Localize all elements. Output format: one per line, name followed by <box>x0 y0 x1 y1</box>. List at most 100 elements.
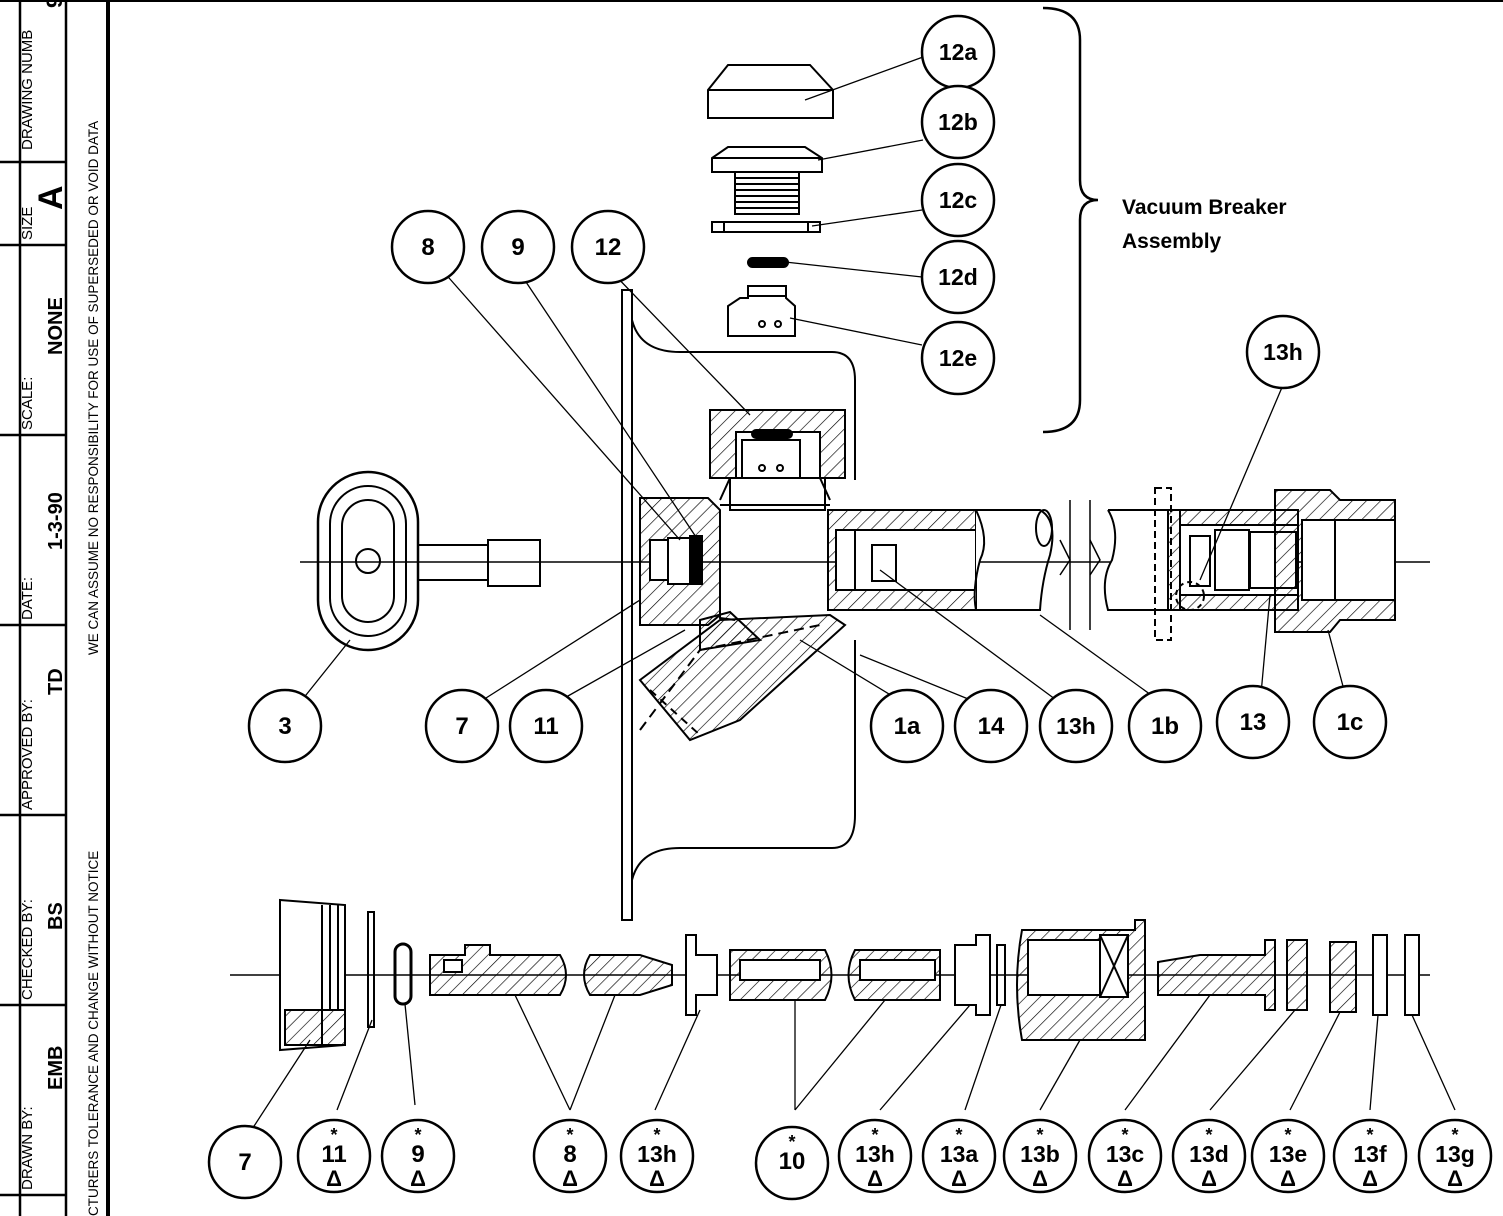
callout-star: * <box>871 1125 878 1145</box>
callout-label: 13h <box>855 1141 895 1167</box>
callout-star: * <box>1121 1125 1128 1145</box>
callout-label: 12 <box>595 234 622 261</box>
callout-label: 11 <box>321 1141 346 1168</box>
callout-star: * <box>414 1125 421 1145</box>
main-assembly <box>300 289 1430 921</box>
part-13b-body <box>1016 919 1146 1041</box>
callout-top-3: 12d <box>920 239 996 315</box>
drawing-number-value: 9 <box>42 0 67 8</box>
callout-bottom-2: *9Δ <box>380 1118 456 1194</box>
callout-mid-4: 14 <box>953 688 1029 764</box>
vacuum-breaker-title: Vacuum Breaker <box>1122 196 1287 219</box>
pipe-1a <box>827 509 1054 611</box>
callout-label: 9 <box>411 1141 424 1168</box>
approved-label: APPROVED BY: <box>19 699 36 810</box>
callout-delta: Δ <box>1117 1166 1133 1191</box>
callout-delta: Δ <box>649 1166 665 1191</box>
part-11-gasket <box>367 911 375 1028</box>
callout-label: 7 <box>455 713 468 740</box>
callout-label: 12e <box>939 345 977 371</box>
vacuum-breaker-bracket <box>1042 6 1099 434</box>
callout-label: 9 <box>511 234 524 261</box>
callout-label: 11 <box>533 713 558 740</box>
part-12b-thread <box>734 171 800 215</box>
callout-top-1: 12b <box>920 84 996 160</box>
callout-delta: Δ <box>326 1166 342 1191</box>
part-3-key <box>316 470 541 652</box>
callout-label: 13a <box>940 1141 979 1167</box>
callout-label: 13h <box>637 1141 677 1167</box>
callout-label: 3 <box>278 713 291 740</box>
callout-star: * <box>1366 1125 1373 1145</box>
callout-star: * <box>788 1132 795 1152</box>
callout-top-8: 13h <box>1245 314 1321 390</box>
callout-star: * <box>566 1125 573 1145</box>
vacuum-breaker-subtitle: Assembly <box>1122 230 1222 253</box>
checked-label: CHECKED BY: <box>19 899 36 1000</box>
callout-label: 14 <box>978 713 1005 740</box>
callout-label: 1c <box>1337 709 1364 736</box>
size-value: A <box>32 185 70 210</box>
callout-bottom-0: 7 <box>207 1124 283 1200</box>
callout-top-5: 8 <box>390 209 466 285</box>
callout-mid-5: 13h <box>1038 688 1114 764</box>
callout-bottom-1: *11Δ <box>296 1118 372 1194</box>
callout-label: 7 <box>238 1149 251 1176</box>
callout-label: 10 <box>779 1148 806 1175</box>
callout-mid-3: 1a <box>869 688 945 764</box>
callout-label: 1b <box>1151 713 1179 740</box>
callout-mid-1: 7 <box>424 688 500 764</box>
drawn-label: DRAWN BY: <box>19 1106 36 1190</box>
callout-delta: Δ <box>410 1166 426 1191</box>
wall-box-bottom <box>631 640 856 881</box>
scale-label: SCALE: <box>19 377 36 430</box>
drawn-value: EMB <box>45 1046 67 1090</box>
callout-label: 1a <box>894 713 921 740</box>
callout-star: * <box>955 1125 962 1145</box>
part-12b-bonnet <box>711 146 823 173</box>
callout-label: 13f <box>1353 1141 1387 1167</box>
notice-superseded: WE CAN ASSUME NO RESPONSIBILITY FOR USE … <box>86 121 101 655</box>
callout-label: 13h <box>1263 339 1303 365</box>
callouts-bottom: 7*11Δ*9Δ*8Δ*13hΔ*10*13hΔ*13aΔ*13bΔ*13cΔ*… <box>207 1118 1493 1201</box>
part-13c-stem <box>1157 939 1276 1011</box>
bottom-exploded-view <box>230 898 1430 1052</box>
wall-box-top <box>631 319 856 480</box>
part-9-oring <box>393 942 413 1006</box>
callout-top-4: 12e <box>920 320 996 396</box>
callout-mid-2: 11 <box>508 688 584 764</box>
callout-label: 12c <box>939 187 978 213</box>
callout-top-0: 12a <box>920 14 996 90</box>
callout-top-7: 12 <box>570 209 646 285</box>
vacuum-breaker-parts <box>707 64 834 337</box>
callout-star: * <box>330 1125 337 1145</box>
callout-delta: Δ <box>1447 1166 1463 1191</box>
callout-top-2: 12c <box>920 162 996 238</box>
callout-label: 13 <box>1240 709 1267 736</box>
callout-label: 13e <box>1269 1141 1307 1167</box>
callouts-top: 12a 12b 12c 12d 12e 8 9 12 13h <box>390 14 1321 396</box>
callout-mid-6: 1b <box>1127 688 1203 764</box>
callout-star: * <box>653 1125 660 1145</box>
callout-delta: Δ <box>1201 1166 1217 1191</box>
drawing-number-label: DRAWING NUMB <box>19 30 36 150</box>
date-value: 1-3-90 <box>45 492 67 550</box>
callout-label: 12b <box>938 109 978 135</box>
part-12c-washer <box>711 221 821 233</box>
checked-value: BS <box>45 902 67 930</box>
callout-label: 12a <box>939 39 978 65</box>
size-label: SIZE <box>19 207 36 240</box>
callout-star: * <box>1451 1125 1458 1145</box>
callout-star: * <box>1205 1125 1212 1145</box>
callouts-mid: 3 7 11 1a 14 13h 1b 13 1c <box>247 684 1388 764</box>
callout-label: 13g <box>1435 1141 1475 1167</box>
callout-bottom-3: *8Δ <box>532 1118 608 1194</box>
